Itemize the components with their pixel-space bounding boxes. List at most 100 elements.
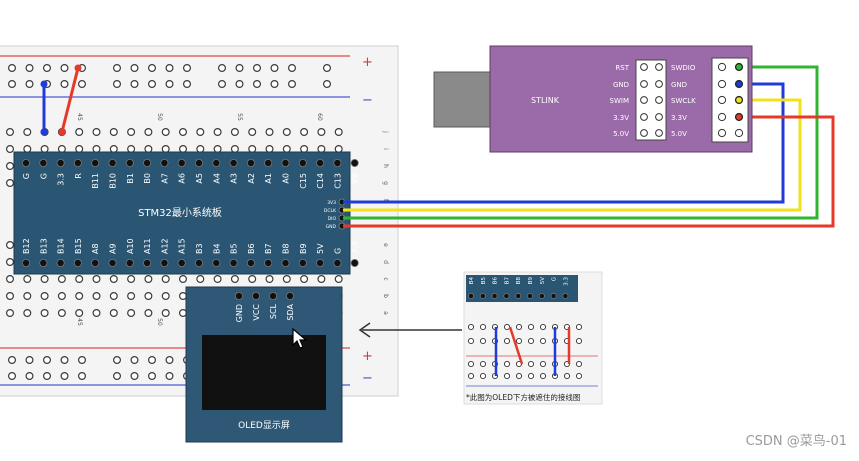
stlink-pin <box>640 80 648 88</box>
stm32-pin-label: A3 <box>230 173 239 184</box>
minus-sign-bottom: − <box>362 371 373 386</box>
inset-hole <box>575 372 583 380</box>
breadboard-hole <box>77 372 86 381</box>
breadboard-hole <box>109 145 118 154</box>
stm32-pin <box>125 258 134 267</box>
inset-hole <box>503 323 511 331</box>
stlink-pin <box>640 96 648 104</box>
breadboard-hole <box>317 145 326 154</box>
inset-pin-label: B6 <box>493 277 499 285</box>
breadboard-hole <box>5 275 15 284</box>
inset-hole <box>575 360 583 368</box>
inset-hole <box>503 337 511 345</box>
stm32-swd-label: DIO <box>328 216 337 222</box>
stm32-pin <box>264 158 273 167</box>
stlink-pin-label: 5.0V <box>671 130 687 138</box>
stm32-pin-label: A7 <box>160 173 169 184</box>
breadboard-hole <box>161 145 170 154</box>
stlink-pin <box>717 128 727 138</box>
breadboard-hole <box>179 145 188 154</box>
breadboard-hole <box>92 128 101 137</box>
inset-hole <box>527 372 535 380</box>
stm32-pin <box>91 158 100 167</box>
breadboard-hole <box>248 275 257 284</box>
stm32-pin-label: B13 <box>39 238 48 254</box>
row-letter: a <box>382 311 389 315</box>
stlink-pin-label: 5.0V <box>613 130 629 138</box>
stm32-pin-label: A2 <box>247 173 256 184</box>
oled-pin <box>268 291 277 300</box>
breadboard-hole <box>92 309 101 318</box>
breadboard-hole <box>179 275 188 284</box>
stm32-pin <box>177 258 186 267</box>
inset-pin-label: B9 <box>528 277 534 285</box>
stm32-pin <box>108 158 117 167</box>
breadboard-hole <box>109 128 118 137</box>
row-letter: c <box>382 277 389 280</box>
breadboard-hole <box>179 292 188 301</box>
breadboard-hole <box>127 128 136 137</box>
stlink-pin-label: SWCLK <box>671 97 696 105</box>
stm32-pin <box>91 258 100 267</box>
stm32-pin-label: B12 <box>22 238 31 254</box>
inset-pin-label: 5V <box>540 277 546 284</box>
row-letter: i <box>382 148 389 150</box>
stm32-pin-label: VB <box>351 173 360 184</box>
breadboard-hole <box>42 372 51 381</box>
breadboard-hole <box>161 275 170 284</box>
stm32-swd-label: GND <box>326 224 337 230</box>
inset-hole <box>479 323 487 331</box>
inset-hole <box>563 372 571 380</box>
breadboard-hole <box>161 128 170 137</box>
breadboard-hole <box>8 372 17 381</box>
breadboard-hole <box>218 79 227 88</box>
stlink-body <box>489 45 753 153</box>
breadboard-hole <box>148 79 157 88</box>
breadboard-hole <box>300 275 309 284</box>
stm32-pin-label: B15 <box>74 238 83 254</box>
stlink-pin-label: SWIM <box>610 97 629 105</box>
breadboard-hole <box>112 79 121 88</box>
breadboard-hole <box>23 309 32 318</box>
stm32-pin <box>298 258 307 267</box>
breadboard-hole <box>127 275 136 284</box>
breadboard-hole <box>148 372 157 381</box>
stm32-pin-label: 5V <box>316 243 325 254</box>
breadboard-hole <box>144 145 153 154</box>
jumper-end <box>58 128 66 136</box>
breadboard-hole <box>23 128 32 137</box>
stm32-pin-label: A11 <box>143 238 152 254</box>
breadboard-hole <box>130 372 139 381</box>
breadboard-hole <box>5 179 15 188</box>
breadboard-hole <box>75 292 84 301</box>
swd-wires <box>343 65 835 228</box>
stlink-module: STLINK RSTGNDSWIM3.3V5.0VSWDIOGNDSWCLK3.… <box>433 45 753 153</box>
breadboard-hole <box>183 63 192 72</box>
breadboard-hole <box>300 145 309 154</box>
breadboard-hole <box>265 145 274 154</box>
breadboard-hole <box>112 63 121 72</box>
jumper-wire-red <box>60 67 80 133</box>
stlink-pin-label: 3.3V <box>613 114 629 122</box>
breadboard-hole <box>5 292 15 301</box>
stm32-pin-label: 3.3 <box>57 173 66 186</box>
oled-screen <box>202 335 326 410</box>
inset-hole <box>527 337 535 345</box>
breadboard-hole <box>288 79 297 88</box>
stm32-swd-label: DCLK <box>324 208 337 214</box>
breadboard-hole <box>25 356 34 365</box>
breadboard-hole <box>161 309 170 318</box>
breadboard-hole <box>112 372 121 381</box>
inset-pin-label: B7 <box>504 277 510 285</box>
stm32-pin <box>73 258 82 267</box>
breadboard-hole <box>57 145 66 154</box>
stlink-pin <box>640 113 648 121</box>
row-letter: f <box>382 199 389 202</box>
breadboard-hole <box>25 79 34 88</box>
oled-pin <box>234 291 243 300</box>
breadboard-hole <box>40 292 49 301</box>
breadboard-hole <box>75 128 84 137</box>
